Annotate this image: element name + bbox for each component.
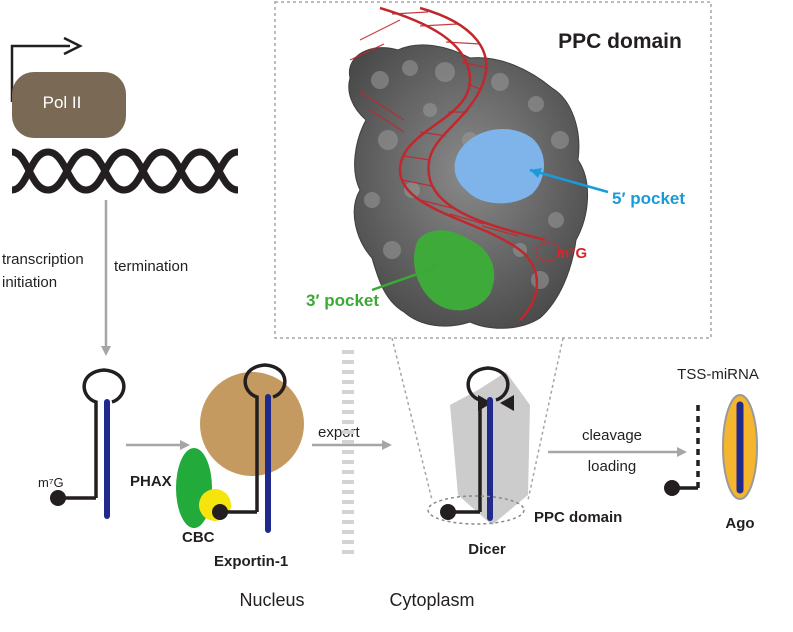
rna-helix-red xyxy=(379,6,546,321)
m7g-label: m⁷G xyxy=(38,475,64,490)
three-prime-pointer xyxy=(371,264,441,292)
transcription-label: transcription xyxy=(2,251,84,268)
ago-complex xyxy=(664,394,758,500)
dicer xyxy=(427,366,530,525)
nucleus-label: Nucleus xyxy=(239,590,304,610)
tss-arrow xyxy=(10,36,83,102)
pol-ii: Pol II xyxy=(12,72,126,138)
ppc-inset: PPC domain xyxy=(274,1,712,339)
five-prime-pocket xyxy=(454,128,544,204)
export-complex xyxy=(176,363,304,533)
termination-label: termination xyxy=(114,258,188,275)
three-prime-pocket xyxy=(413,230,495,311)
exportin-label: Exportin-1 xyxy=(214,553,288,570)
export-label: export xyxy=(318,424,361,441)
ppc-domain-label: PPC domain xyxy=(534,509,622,526)
five-prime-label: 5′ pocket xyxy=(612,189,685,208)
pol-ii-label: Pol II xyxy=(43,93,82,112)
cbc-label: CBC xyxy=(182,529,215,546)
initiation-label: initiation xyxy=(2,274,57,291)
ago-label: Ago xyxy=(725,515,754,532)
helix-rungs xyxy=(349,11,519,237)
phax-label: PHAX xyxy=(130,473,172,490)
zoom-line-left xyxy=(391,337,433,501)
loading-label: loading xyxy=(588,458,636,475)
inset-title: PPC domain xyxy=(558,30,682,53)
zoom-line-right xyxy=(527,337,564,501)
five-prime-pointer xyxy=(529,168,609,194)
cleavage-label: cleavage xyxy=(582,427,642,444)
m7g-site-marker xyxy=(535,242,561,262)
hairpin-nascent xyxy=(50,368,126,519)
dna-helix xyxy=(11,148,239,194)
exportin-protein xyxy=(200,372,304,476)
cytoplasm-label: Cytoplasm xyxy=(389,590,474,610)
tss-mirna-label: TSS-miRNA xyxy=(677,366,759,383)
inset-m7g-label: m⁷G xyxy=(556,245,587,262)
dicer-label: Dicer xyxy=(468,541,506,558)
three-prime-label: 3′ pocket xyxy=(306,291,379,310)
